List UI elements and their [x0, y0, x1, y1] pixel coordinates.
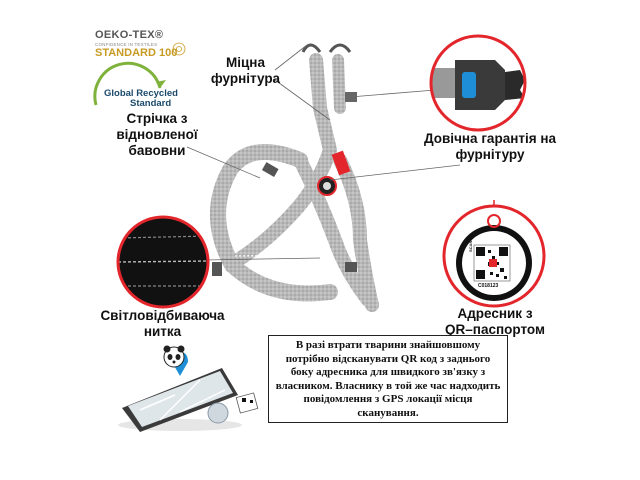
info-line: боку адресника для швидкого зв'язку з	[290, 366, 486, 378]
label-reflective: Світловідбиваюча нитка	[100, 308, 225, 340]
info-line: повідомлення з GPS локації місця	[303, 393, 473, 405]
label-cotton: Стрічка з відновленої бавовни	[112, 111, 202, 159]
label-warranty-line: фурнітуру	[455, 147, 525, 162]
label-cotton-line: бавовни	[128, 143, 186, 158]
buckle-left	[212, 262, 222, 276]
harness	[210, 53, 379, 312]
leader-lines	[186, 44, 461, 261]
reflective-detail-circle	[118, 217, 208, 307]
label-address-tag-line: QR–паспортом	[445, 322, 545, 337]
oeko-tex-subtitle: CONFIDENCE IN TEXTILES	[95, 42, 158, 47]
tag-illustration	[207, 392, 259, 424]
buckle-right	[345, 262, 357, 272]
label-warranty: Довічна гарантія на фурнітуру	[420, 131, 560, 163]
oeko-tex-title: OEKO-TEX®	[95, 29, 164, 41]
label-reflective-line: Світловідбиваюча	[100, 308, 225, 323]
oeko-tex-standard: STANDARD 100	[95, 47, 178, 59]
global-recycled-emblem	[93, 61, 166, 106]
global-recycled-line2: Standard	[130, 98, 172, 109]
info-box: В разі втрати тварини знайшовшому потріб…	[268, 335, 508, 423]
oeko-tex-emblem	[172, 42, 186, 56]
d-rings	[301, 43, 352, 53]
label-cotton-line: Стрічка з	[126, 111, 188, 126]
label-warranty-line: Довічна гарантія на	[423, 131, 557, 146]
panda-icon	[163, 345, 185, 368]
brand-tag	[331, 150, 351, 176]
slider-2	[261, 162, 279, 177]
label-reflective-line: нитка	[143, 324, 182, 339]
label-address-tag: Адресник з QR–паспортом	[440, 306, 550, 338]
phone-illustration	[118, 352, 242, 432]
label-address-tag-line: Адресник з	[457, 306, 533, 321]
label-cotton-line: відновленої	[116, 127, 198, 142]
label-hardware-line: Міцна	[226, 55, 265, 70]
qr-tag-detail-circle	[444, 206, 544, 306]
info-line: потрібно відсканувати QR код з заднього	[285, 352, 491, 365]
info-line: В разі втрати тварини знайшовшому	[295, 339, 481, 351]
scan-me-text: SCAN ME	[468, 233, 473, 252]
global-recycled-line1: Global Recycled	[104, 88, 178, 99]
tag-code: C018123	[478, 283, 499, 289]
buckle-detail-circle	[431, 36, 525, 130]
label-hardware-line: фурнітура	[210, 71, 281, 86]
info-line: власником. Власнику в той же час надходи…	[275, 379, 501, 392]
info-line: сканування.	[357, 406, 419, 419]
label-hardware: Міцна фурнітура	[208, 55, 283, 87]
